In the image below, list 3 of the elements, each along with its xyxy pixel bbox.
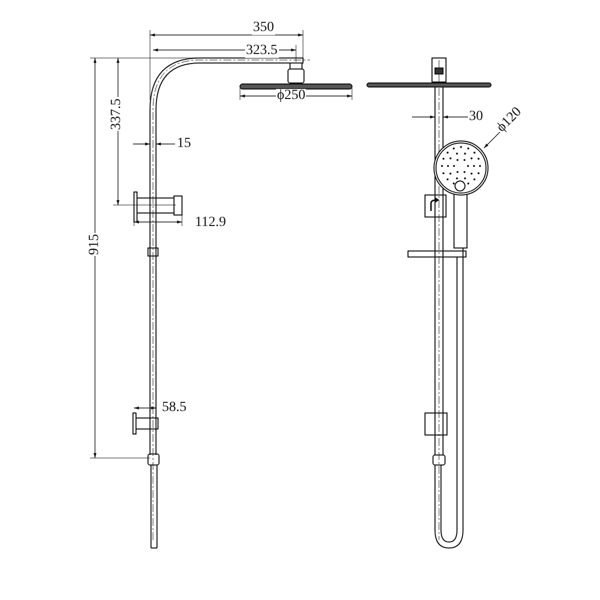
dimension-value: ϕ250 (276, 89, 306, 103)
dimension-value: 323.5 (245, 44, 278, 58)
dimension-value: 350 (252, 21, 275, 35)
